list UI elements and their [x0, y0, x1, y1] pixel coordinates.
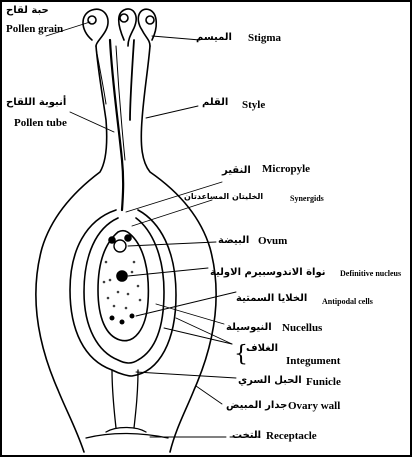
micropyle-label-en: Micropyle — [262, 164, 310, 175]
integument-label-ar: الغلاف — [246, 344, 278, 354]
antipodal-cells-label-en: Antipodal cells — [322, 298, 373, 306]
receptacle-label-ar: التخت — [232, 431, 261, 441]
pollen-tube-label-en: Pollen tube — [14, 118, 67, 129]
synergids-label-ar: الخليتان المساعدتان — [184, 193, 263, 201]
ovum-label-ar: البيضة — [218, 236, 249, 246]
integument-outer — [70, 210, 176, 376]
pollen-tube-label-ar: أنبوبة اللقاح — [6, 98, 66, 108]
stigma-lobes — [83, 9, 156, 46]
definitive-nucleus — [117, 271, 127, 281]
pollen-grain-label-ar: حبة لقاح — [6, 6, 49, 16]
ovum-label-en: Ovum — [258, 236, 287, 247]
definitive-nucleus-label-en: Definitive nucleus — [340, 270, 401, 278]
pollen-tube — [110, 40, 123, 210]
ovary-wall-label-en: Ovary wall — [288, 401, 340, 412]
integument-label-en: Integument — [286, 356, 340, 367]
nucellus-label-en: Nucellus — [282, 323, 322, 334]
pollen-grain-label-en: Pollen grain — [6, 24, 63, 35]
style-label-ar: القلم — [202, 98, 228, 108]
synergids-label-en: Synergids — [290, 195, 324, 203]
nucellus-label-ar: النيوسيلة — [226, 323, 272, 333]
antipodal-cells-label-ar: الخلايا السمتية — [236, 294, 307, 304]
micropyle-label-ar: النقير — [222, 166, 251, 176]
style-label-en: Style — [242, 100, 265, 111]
ovary-wall-label-ar: جدار المبيض — [226, 401, 287, 411]
receptacle-label-en: Receptacle — [266, 431, 317, 442]
antipodal-cells — [110, 314, 135, 325]
funicle-label-en: Funicle — [306, 377, 341, 388]
funicle-label-ar: الحبل السري — [238, 376, 302, 386]
stigma-label-en: Stigma — [248, 33, 281, 44]
receptacle — [106, 428, 146, 433]
stigma-label-ar: الميسم — [196, 33, 232, 43]
ovum — [114, 240, 126, 252]
definitive-nucleus-label-ar: نواة الاندوسبيرم الاولية — [210, 268, 325, 278]
